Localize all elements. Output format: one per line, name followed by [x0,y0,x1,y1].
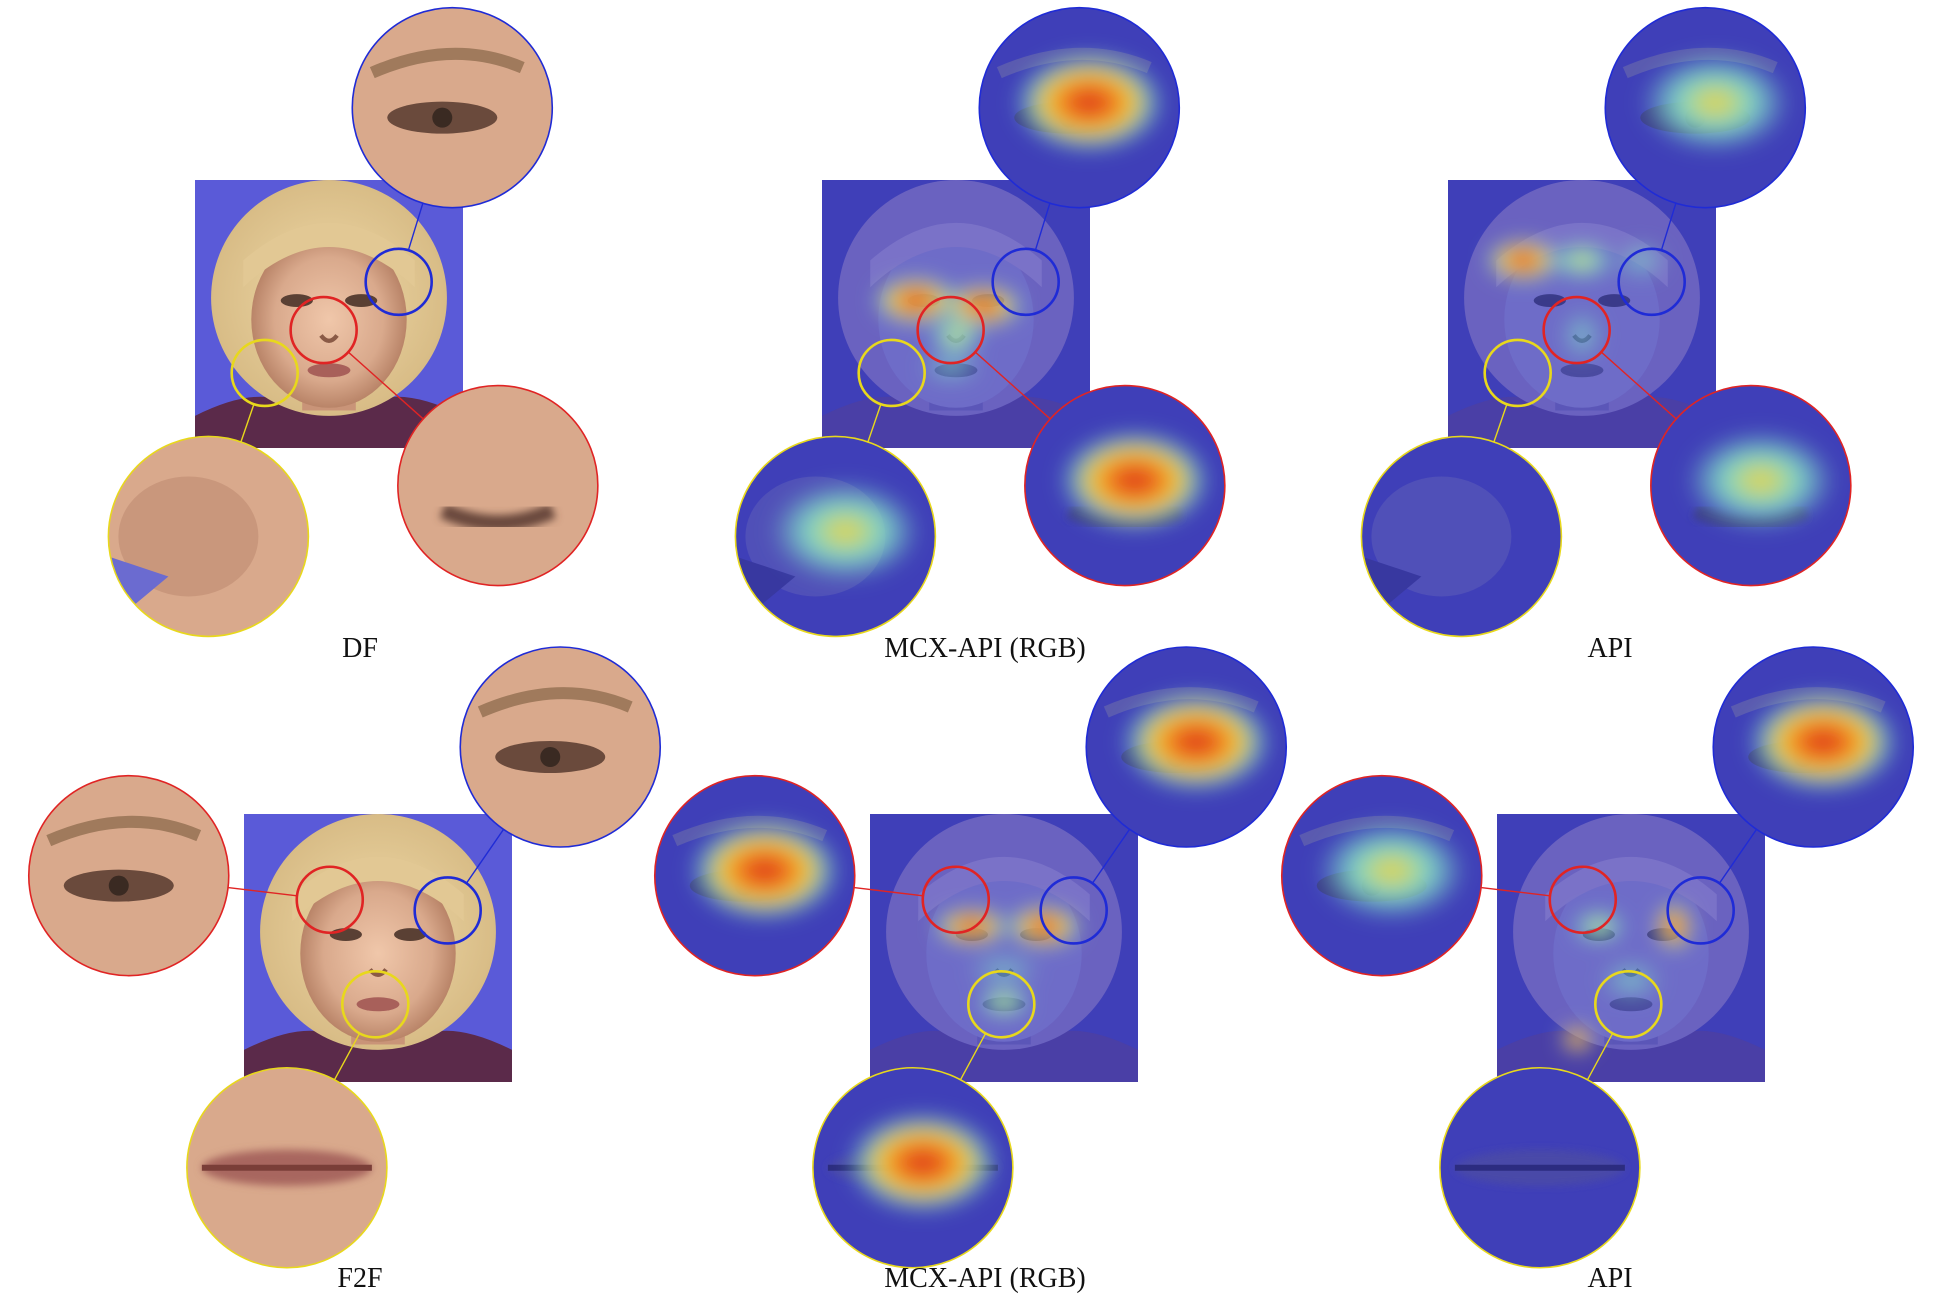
bangs [1545,856,1717,922]
bangs [870,222,1042,288]
region-marker-blue [364,247,433,317]
connector-yellow [240,403,255,443]
connector-yellow [333,1032,361,1081]
panel-df-original [107,6,599,638]
bangs [918,856,1090,922]
connector-blue [407,203,424,251]
connector-yellow [1586,1032,1614,1081]
heatmap-overlay [872,276,1023,384]
zoom-blue-eye [978,6,1181,209]
left-eye [329,928,362,942]
zoom-red-nose [1024,384,1226,587]
connector-red [227,886,298,897]
region-marker-blue [1666,876,1735,945]
region-marker-yellow [230,338,299,408]
shoulders [195,396,463,448]
nose [319,334,339,343]
connector-blue [1034,203,1051,251]
region-marker-red [289,295,358,365]
zoom-yellow-mouth [186,1066,388,1269]
connector-blue [1718,828,1758,884]
shoulders [244,1030,512,1082]
zoom-red-eye [1280,774,1483,977]
connector-blue [465,828,505,884]
region-marker-red [295,865,365,935]
right-eye [394,928,427,942]
zoom-red-eye [653,774,856,977]
zoom-red-eye [27,774,230,977]
zoom-red-nose [397,384,599,587]
connector-red [853,886,924,897]
region-marker-blue [1617,247,1686,317]
zoom-yellow-mouth [812,1066,1014,1269]
connector-yellow [1493,403,1508,443]
mouth [356,997,400,1012]
connector-blue [1660,203,1677,251]
panel-df-api [1360,6,1852,638]
region-marker-red [916,295,985,365]
region-marker-yellow [857,338,926,408]
face [300,864,456,1042]
heatmap-overlay [1485,238,1668,363]
zoom-yellow-cheek [107,435,310,638]
connector-yellow [959,1032,987,1081]
zoom-blue-eye [351,6,554,209]
shoulders [1448,396,1716,448]
region-marker-yellow [341,969,410,1039]
zoom-yellow-mouth [1439,1066,1641,1269]
panel-f2f-original [27,646,662,1269]
zoom-red-nose [1650,384,1852,587]
connector-yellow [867,403,882,443]
panel-df-mcx-api [734,6,1226,638]
region-marker-blue [991,247,1060,317]
zoom-blue-eye [1604,6,1807,209]
region-marker-red [1542,295,1611,365]
connector-red [1600,351,1677,420]
connector-red [1480,886,1551,897]
caption-f2f: F2F [337,1263,383,1294]
face [251,230,407,408]
connector-red [974,351,1051,420]
region-marker-yellow [967,969,1036,1039]
connector-blue [1091,828,1131,884]
caption-f2f-api: API [1587,1263,1633,1294]
zoom-yellow-cheek [1360,435,1563,638]
connector-red [347,351,424,420]
zoom-blue-eye [459,646,662,848]
bangs [292,856,464,922]
region-marker-red [1548,865,1618,935]
shoulders [870,1030,1138,1082]
region-marker-yellow [1483,338,1552,408]
region-marker-blue [413,876,482,945]
bangs [243,222,415,288]
caption-f2f-mcx-api: MCX-API (RGB) [884,1263,1086,1294]
zoom-yellow-cheek [734,435,937,638]
caption-df-api: API [1587,633,1633,664]
caption-df: DF [342,633,378,664]
mouth [1560,363,1604,378]
region-marker-red [921,865,991,935]
mouth [307,363,351,378]
region-marker-blue [1039,876,1108,945]
panel-f2f-mcx-api [653,646,1288,1269]
region-marker-yellow [1594,969,1663,1039]
shoulders [822,396,1090,448]
zoom-blue-eye [1712,646,1915,848]
bangs [1496,222,1668,288]
zoom-blue-eye [1085,646,1288,848]
caption-df-mcx-api: MCX-API (RGB) [884,633,1086,664]
panel-f2f-api [1280,646,1915,1269]
mouth [1609,997,1653,1012]
